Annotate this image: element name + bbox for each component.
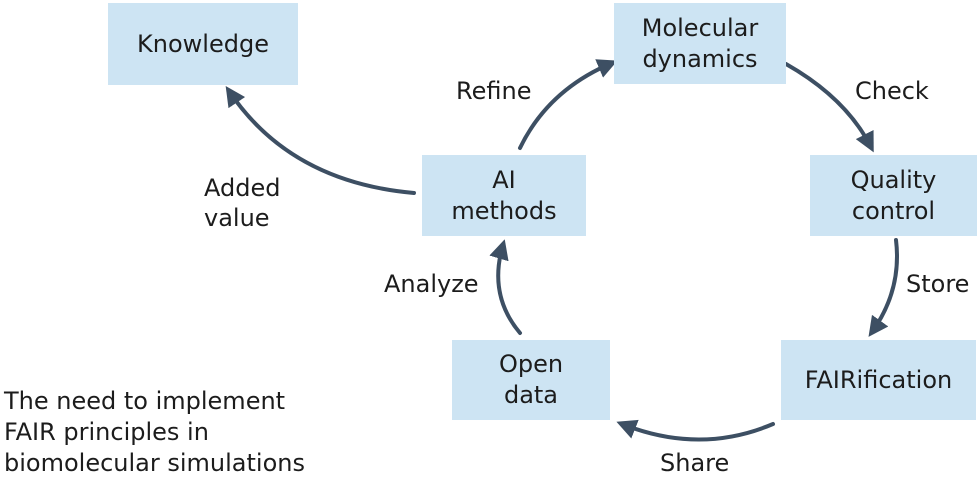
node-quality-control: Quality control [810, 155, 977, 236]
edge-label-check: Check [855, 77, 929, 105]
edge-label-added-value: Added value [204, 174, 281, 232]
edge-label-refine: Refine [456, 77, 532, 105]
node-open-data: Open data [452, 340, 610, 420]
arrow-analyze [489, 239, 522, 335]
node-molecular-dynamics: Molecular dynamics [614, 3, 786, 84]
arrow-refine [518, 59, 618, 150]
node-knowledge: Knowledge [108, 3, 298, 85]
arrow-share [616, 419, 775, 442]
arrow-added-value [225, 86, 416, 195]
edge-label-share: Share [660, 449, 730, 477]
node-ai-methods: AI methods [422, 155, 586, 236]
figure-caption: The need to implement FAIR principles in… [4, 387, 305, 477]
arrow-check [784, 62, 874, 153]
node-fairification: FAIRification [781, 340, 976, 420]
edge-label-analyze: Analyze [384, 270, 479, 298]
edge-label-store: Store [906, 270, 970, 298]
arrow-store [868, 238, 899, 337]
